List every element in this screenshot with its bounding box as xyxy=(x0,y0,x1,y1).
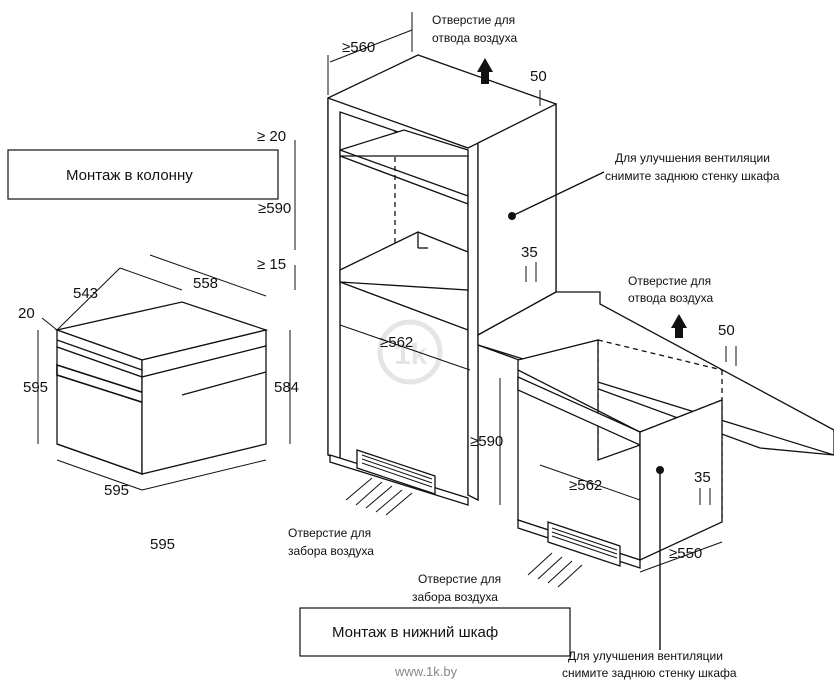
under-air-out-line2: отвода воздуха xyxy=(628,291,713,305)
oven-width-bottom-label: 595 xyxy=(104,482,129,499)
oven-front-offset-label: 20 xyxy=(18,305,35,322)
under-cabinet xyxy=(477,291,834,569)
mount-column-box: Монтаж в колонну xyxy=(7,149,279,200)
oven-drawing xyxy=(54,301,269,475)
column-vent-line2: снимите заднюю стенку шкафа xyxy=(605,169,780,183)
column-dimension-lines xyxy=(294,12,541,371)
under-intake-arrows xyxy=(527,552,583,588)
mount-under-box: Монтаж в нижний шкаф xyxy=(299,607,571,657)
column-niche-height-label: ≥590 xyxy=(258,200,291,217)
under-vent-line1: Для улучшения вентиляции xyxy=(568,649,723,663)
oven-height-left-label: 595 xyxy=(23,379,48,396)
under-depth-label: ≥550 xyxy=(669,545,702,562)
under-vent-line2: снимите заднюю стенку шкафа xyxy=(562,666,737,680)
oven-depth-label: 543 xyxy=(73,285,98,302)
under-niche-height-label: ≥590 xyxy=(470,433,503,450)
under-vent-callout xyxy=(656,466,664,650)
column-vent-line1: Для улучшения вентиляции xyxy=(615,151,770,165)
column-air-in-line1: Отверстие для xyxy=(288,526,371,540)
column-air-in-line2: забора воздуха xyxy=(288,544,374,558)
column-top-gap-label: ≥ 20 xyxy=(257,128,286,145)
column-rear-gap-label: 50 xyxy=(530,68,547,85)
column-niche-width-label: ≥562 xyxy=(380,334,413,351)
under-air-out-line1: Отверстие для xyxy=(628,274,711,288)
svg-text:1k: 1k xyxy=(394,338,428,371)
under-air-outlet-arrow xyxy=(671,314,687,338)
oven-dimension-lines xyxy=(37,254,291,491)
under-rear-gap-label: 50 xyxy=(718,322,735,339)
watermark-url: www.1k.by xyxy=(394,664,458,679)
under-niche-width-label: ≥562 xyxy=(569,477,602,494)
mount-column-label: Монтаж в колонну xyxy=(66,167,193,184)
column-vent-callout xyxy=(508,171,605,220)
oven-width-extra-label: 595 xyxy=(150,536,175,553)
oven-width-top-label: 558 xyxy=(193,275,218,292)
under-air-in-line1: Отверстие для xyxy=(418,572,501,586)
column-air-out-line2: отвода воздуха xyxy=(432,31,517,45)
column-depth-label: ≥560 xyxy=(342,39,375,56)
column-vent-gap-label: 35 xyxy=(521,244,538,261)
under-vent-gap-label: 35 xyxy=(694,469,711,486)
column-air-outlet-arrow xyxy=(477,58,493,84)
under-air-in-line2: забора воздуха xyxy=(412,590,498,604)
column-bottom-gap-label: ≥ 15 xyxy=(257,256,286,273)
mount-under-label: Монтаж в нижний шкаф xyxy=(332,624,498,641)
column-intake-arrows xyxy=(345,477,413,516)
watermark-logo: 1k xyxy=(377,319,443,385)
under-dimension-lines xyxy=(499,346,737,573)
column-cabinet xyxy=(327,54,557,506)
column-air-out-line1: Отверстие для xyxy=(432,13,515,27)
oven-height-right-label: 584 xyxy=(274,379,299,396)
